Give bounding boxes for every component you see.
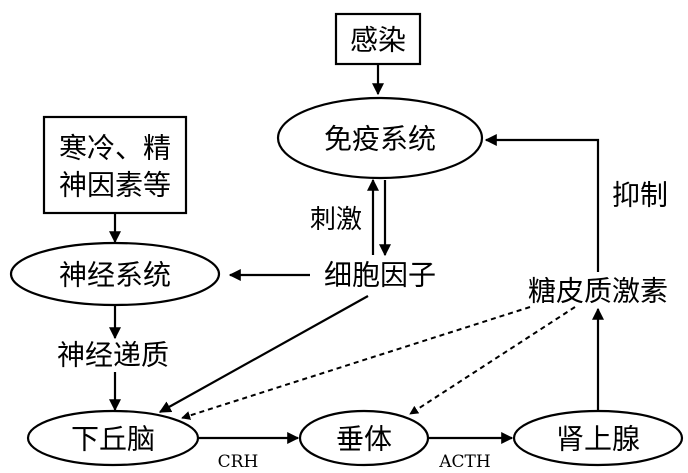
infection-label: 感染	[350, 24, 406, 57]
immune-system-node	[276, 96, 484, 180]
neurotransmitter-label: 神经递质	[57, 339, 169, 372]
edge-glucocorticoid-to-pituitary	[409, 306, 576, 415]
hypothalamus-node	[26, 409, 200, 467]
nervous-system-node	[9, 241, 221, 307]
adrenal-gland-label: 肾上腺	[556, 423, 640, 456]
adrenal-gland-node	[512, 409, 684, 467]
cytokines-label: 细胞因子	[324, 259, 436, 292]
edge-glucocorticoid-to-immune	[484, 134, 600, 272]
acth-label: ACTH	[438, 452, 490, 472]
stimulate-label: 刺激	[310, 205, 362, 235]
cold-stress-box	[42, 115, 188, 215]
crh-label: CRH	[218, 452, 259, 472]
glucocorticoid-label: 糖皮质激素	[528, 275, 668, 308]
cold-stress-label-line2: 神因素等	[59, 169, 171, 202]
cold-stress-label-line1: 寒冷、精	[59, 132, 171, 165]
edge-glucocorticoid-to-hypothalamus	[181, 306, 531, 420]
pituitary-label: 垂体	[336, 423, 392, 456]
hypothalamus-label: 下丘脑	[71, 423, 155, 456]
pituitary-node	[298, 409, 430, 467]
edge-cytokines-to-hypothalamus	[158, 295, 369, 413]
inhibit-label: 抑制	[612, 179, 668, 212]
infection-box	[334, 12, 422, 66]
immune-system-label: 免疫系统	[324, 123, 436, 156]
nervous-system-label: 神经系统	[59, 259, 171, 292]
